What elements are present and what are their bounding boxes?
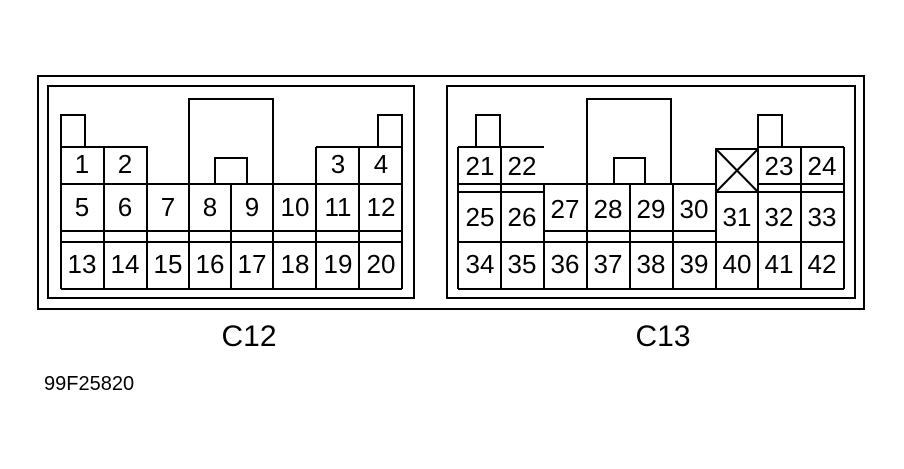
pin-24: 24 (808, 151, 837, 181)
pin-19: 19 (324, 249, 353, 279)
connector-c13-body (446, 85, 856, 299)
pin-25: 25 (466, 202, 495, 232)
pin-32: 32 (765, 202, 794, 232)
pin-33: 33 (808, 202, 837, 232)
pin-23: 23 (765, 151, 794, 181)
connector-c12-label: C12 (221, 320, 276, 353)
pin-12: 12 (367, 192, 396, 222)
pin-42: 42 (808, 249, 837, 279)
pin-4: 4 (374, 149, 388, 179)
pin-13: 13 (68, 249, 97, 279)
pin-40: 40 (723, 249, 752, 279)
pin-38: 38 (637, 249, 666, 279)
pin-22: 22 (508, 151, 537, 181)
pin-35: 35 (508, 249, 537, 279)
outer-frame (37, 75, 865, 310)
connector-c12-body (47, 85, 415, 299)
pin-6: 6 (118, 192, 132, 222)
pin-34: 34 (466, 249, 495, 279)
pin-9: 9 (245, 192, 259, 222)
pin-15: 15 (154, 249, 183, 279)
pin-37: 37 (594, 249, 623, 279)
pin-31: 31 (723, 202, 752, 232)
pin-16: 16 (196, 249, 225, 279)
figure-id: 99F25820 (44, 373, 134, 395)
pin-17: 17 (238, 249, 267, 279)
pin-1: 1 (75, 149, 89, 179)
pin-36: 36 (551, 249, 580, 279)
pin-21: 21 (466, 151, 495, 181)
pin-14: 14 (111, 249, 140, 279)
pin-27: 27 (551, 194, 580, 224)
pin-7: 7 (161, 192, 175, 222)
pin-26: 26 (508, 202, 537, 232)
pin-3: 3 (331, 149, 345, 179)
pin-10: 10 (281, 192, 310, 222)
pin-28: 28 (594, 194, 623, 224)
pin-2: 2 (118, 149, 132, 179)
connector-c13-label: C13 (635, 320, 690, 353)
pin-5: 5 (75, 192, 89, 222)
pin-18: 18 (281, 249, 310, 279)
pin-39: 39 (680, 249, 709, 279)
pin-8: 8 (203, 192, 217, 222)
pin-20: 20 (367, 249, 396, 279)
pin-30: 30 (680, 194, 709, 224)
pin-11: 11 (325, 192, 352, 222)
pin-29: 29 (637, 194, 666, 224)
pin-41: 41 (765, 249, 794, 279)
